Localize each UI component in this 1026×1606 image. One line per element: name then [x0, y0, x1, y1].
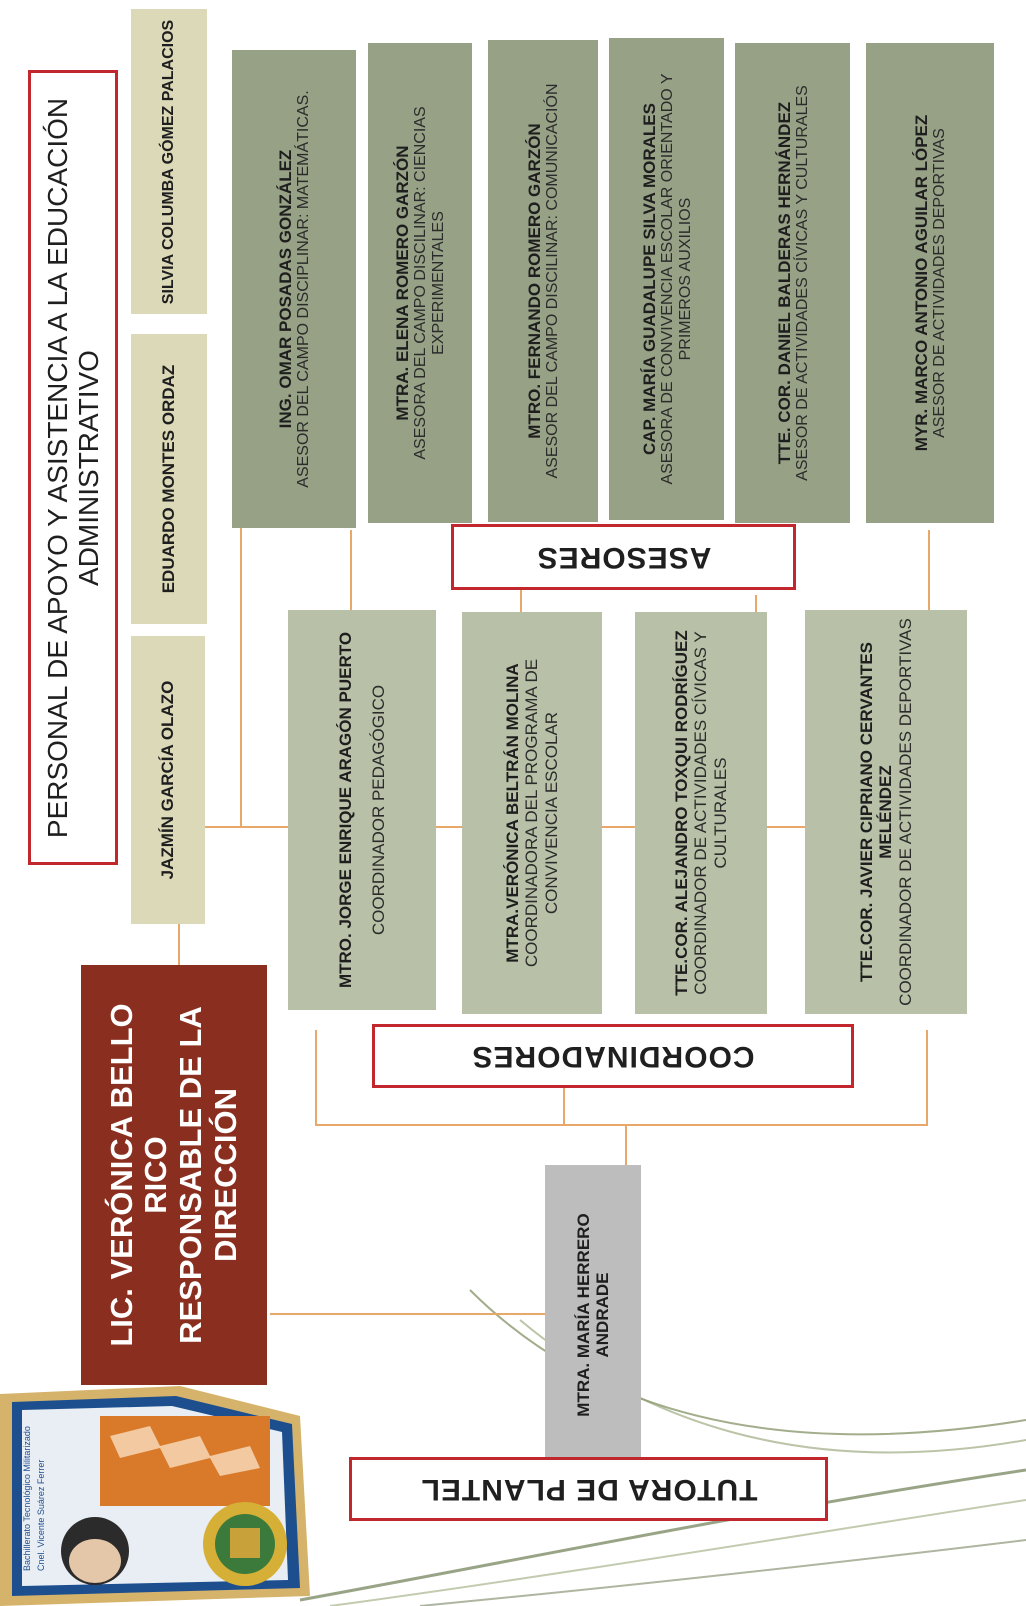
admin-staff-heading: PERSONAL DE APOYO Y ASISTENCIA A LA EDUC…	[28, 70, 118, 865]
advisor-name: MYR. MARCO ANTONIO AGUILAR LÓPEZ	[911, 114, 931, 452]
admin-staff-card: JAZMÍN GARCÍA OLAZO	[131, 636, 205, 924]
director-name: LIC. VERÓNICA BELLO RICO	[103, 1003, 174, 1347]
advisor-card: TTE. COR. DANIEL BALDERAS HERNÁNDEZ ASES…	[735, 43, 850, 523]
coordinators-label-text: COORDINADORES	[471, 1040, 755, 1073]
connector-line	[520, 580, 522, 625]
coordinator-name: TTE.COR. ALEJANDRO TOXQUI RODRÍGUEZ	[672, 630, 692, 996]
tutor-label-text: TUTORA DE PLANTEL	[420, 1473, 757, 1506]
advisors-label: ASESORES	[451, 524, 796, 590]
tutor-name: MTRA. MARÍA HERRERO ANDRADE	[573, 1213, 612, 1417]
advisors-label-text: ASESORES	[536, 541, 711, 574]
heading-line-1: PERSONAL DE APOYO Y ASISTENCIA A LA EDUC…	[41, 97, 73, 838]
coordinator-role: COORDINADOR DE ACTIVIDADES CÍVICAS Y CUL…	[691, 631, 730, 995]
advisor-card: MYR. MARCO ANTONIO AGUILAR LÓPEZ ASESOR …	[866, 43, 994, 523]
director-card: LIC. VERÓNICA BELLO RICO RESPONSABLE DE …	[81, 965, 267, 1385]
coordinator-name: MTRO. JORGE ENRIQUE ARAGÓN PUERTO	[335, 631, 355, 989]
connector-line	[928, 530, 930, 625]
coordinator-role: COORDINADOR DE ACTIVIDADES DEPORTIVAS	[895, 618, 915, 1006]
connector-line	[270, 1313, 558, 1315]
connector-line	[350, 530, 352, 625]
advisor-name: MTRA. ELENA ROMERO GARZÓN	[392, 145, 412, 421]
director-role-line-2: DIRECCIÓN	[207, 1088, 243, 1262]
coordinator-card: TTE.COR. JAVIER CIPRIANO CERVANTES MELÉN…	[805, 610, 967, 1014]
tutor-label: TUTORA DE PLANTEL	[349, 1457, 828, 1521]
coordinator-card: MTRO. JORGE ENRIQUE ARAGÓN PUERTO COORDI…	[288, 610, 436, 1010]
connector-line	[315, 1124, 927, 1126]
crest-text: Bachillerato Tecnológico Militarizado	[22, 1426, 32, 1571]
connector-line	[240, 258, 242, 828]
advisor-name: ING. OMAR POSADAS GONZÁLEZ	[275, 149, 295, 429]
advisor-name: CAP. MARÍA GUADALUPE SILVA MORALES	[639, 103, 659, 455]
director-role-line-1: RESPONSABLE DE LA	[173, 1006, 208, 1344]
advisor-role: ASESOR DEL CAMPO DISCIPLINAR: MATEMÁTICA…	[294, 90, 312, 488]
admin-staff-card: SILVIA COLUMBA GÓMEZ PALACIOS	[131, 9, 207, 314]
coordinator-card: MTRA.VERÓNICA BELTRÁN MOLINA COORDINADOR…	[462, 612, 602, 1014]
connector-line	[315, 1030, 317, 1126]
admin-staff-name: JAZMÍN GARCÍA OLAZO	[158, 680, 178, 880]
connector-line	[755, 595, 757, 625]
advisor-card: MTRA. ELENA ROMERO GARZÓN ASESORA DEL CA…	[368, 43, 472, 523]
advisor-card: ING. OMAR POSADAS GONZÁLEZ ASESOR DEL CA…	[232, 50, 356, 528]
crest-text: Cnel. Vicente Suárez Ferrer	[36, 1460, 46, 1571]
connector-line	[926, 1030, 928, 1126]
coordinator-role: COORDINADOR PEDAGÓGICO	[369, 684, 388, 936]
connector-line	[625, 1126, 627, 1190]
advisor-role: ASESORA DEL CAMPO DISCILINAR: CIENCIAS E…	[411, 106, 447, 460]
admin-staff-name: SILVIA COLUMBA GÓMEZ PALACIOS	[160, 19, 178, 304]
advisor-card: CAP. MARÍA GUADALUPE SILVA MORALES ASESO…	[609, 38, 724, 520]
coordinator-card: TTE.COR. ALEJANDRO TOXQUI RODRÍGUEZ COOR…	[635, 612, 767, 1014]
advisor-name: MTRO. FERNANDO ROMERO GARZÓN	[524, 123, 544, 439]
coordinators-label: COORDINADORES	[372, 1024, 854, 1088]
coordinator-name: TTE.COR. JAVIER CIPRIANO CERVANTES MELÉN…	[857, 641, 896, 983]
advisor-role: ASESOR DE ACTIVIDADES DEPORTIVAS	[930, 128, 948, 438]
advisor-name: TTE. COR. DANIEL BALDERAS HERNÁNDEZ	[774, 101, 794, 465]
coordinator-name: MTRA.VERÓNICA BELTRÁN MOLINA	[503, 663, 523, 963]
admin-staff-name: EDUARDO MONTES ORDAZ	[159, 364, 179, 594]
admin-staff-card: EDUARDO MONTES ORDAZ	[131, 334, 207, 624]
advisor-role: ASESOR DEL CAMPO DISCILINAR: COMUNICACIÓ…	[543, 83, 561, 479]
tutor-card: MTRA. MARÍA HERRERO ANDRADE	[545, 1165, 641, 1465]
heading-line-2: ADMINISTRATIVO	[73, 349, 104, 586]
coordinator-role: COORDINADORA DEL PROGRAMA DE CONVIVENCIA…	[522, 658, 561, 968]
advisor-role: ASESOR DE ACTIVIDADES CÍVICAS Y CULTURAL…	[793, 85, 811, 481]
advisor-role: ASESORA DE CONVIVENCIA ESCOLAR ORIENTADO…	[658, 73, 694, 485]
school-crest-logo: Bachillerato Tecnológico Militarizado Cn…	[0, 1386, 310, 1606]
advisor-card: MTRO. FERNANDO ROMERO GARZÓN ASESOR DEL …	[488, 40, 598, 522]
